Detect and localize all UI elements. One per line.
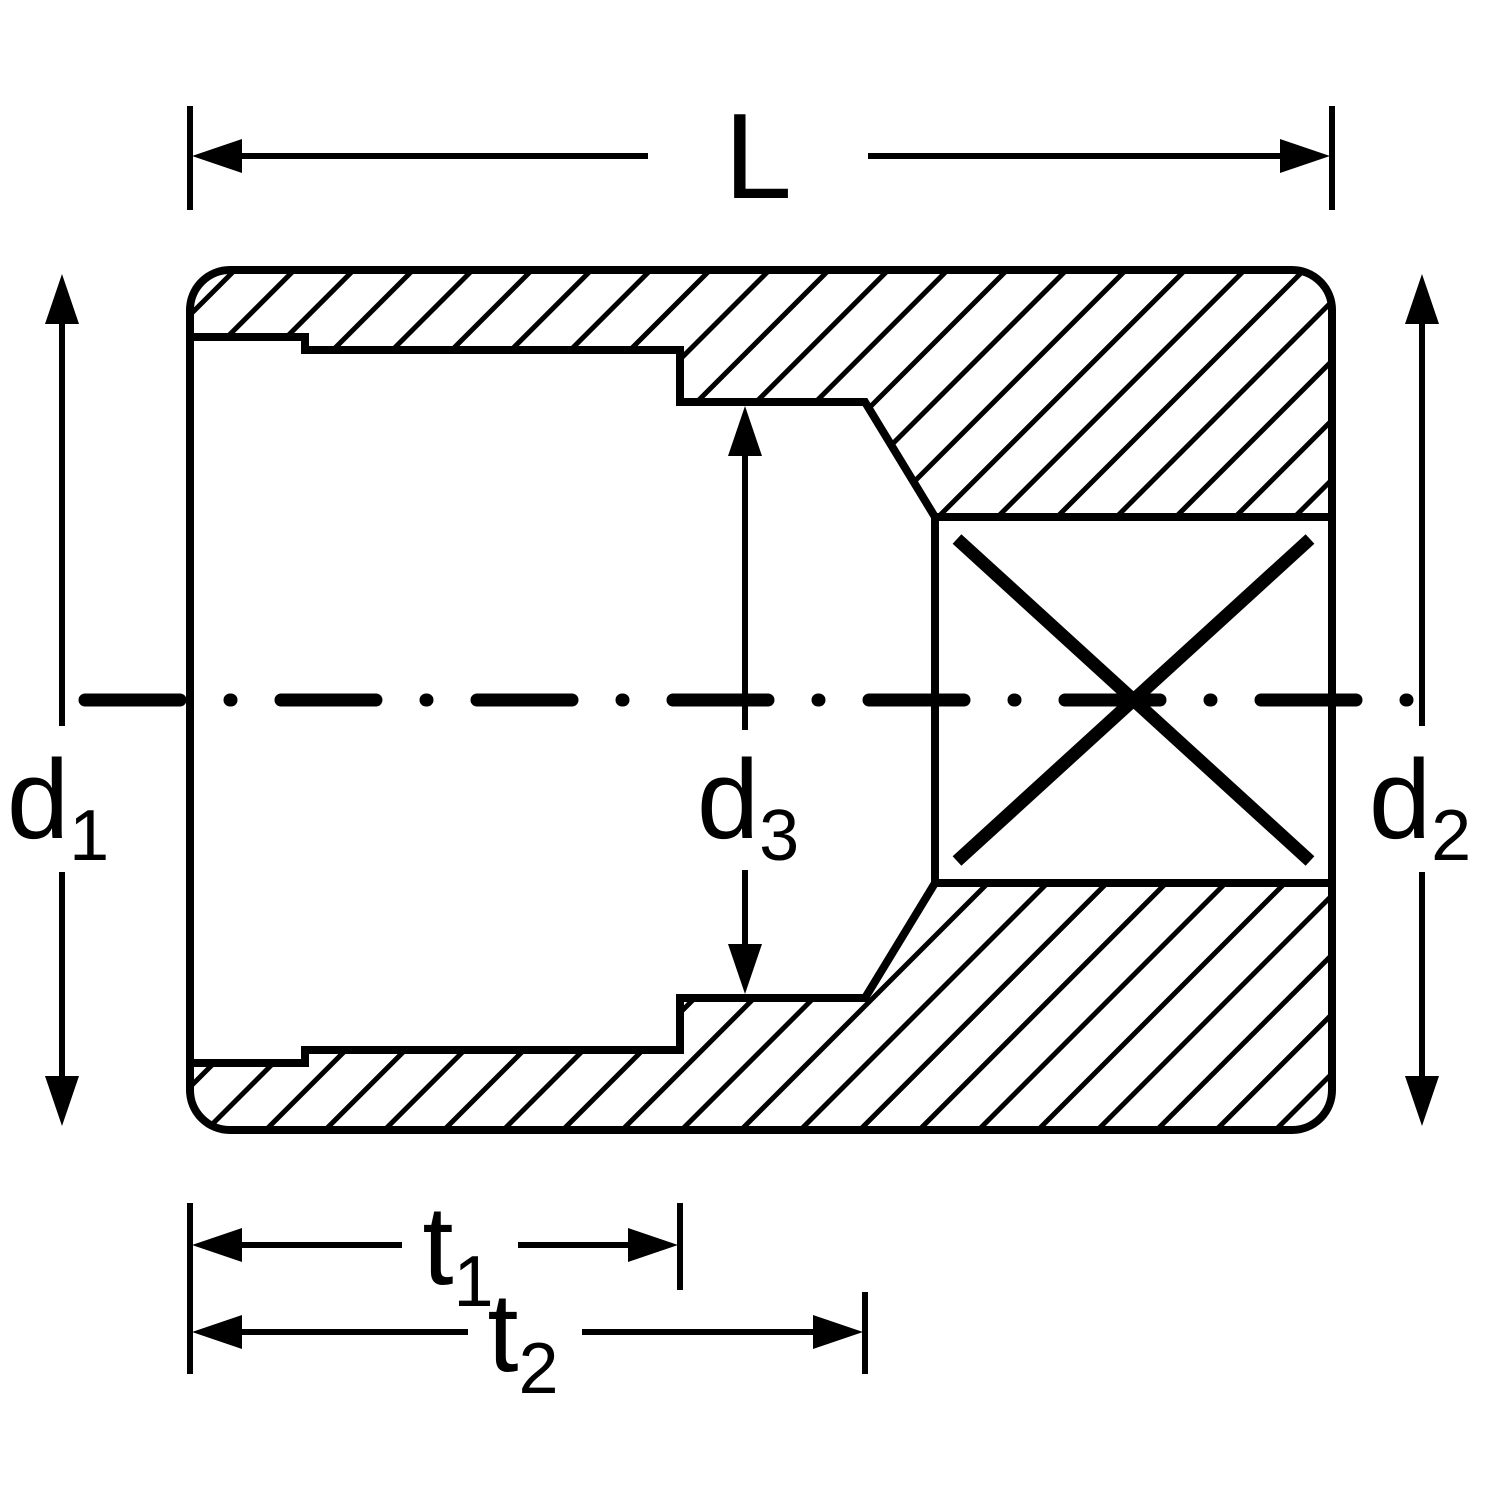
dimension-d3	[728, 406, 762, 994]
label-t2: t2	[487, 1270, 558, 1409]
arrowhead-left-icon	[192, 1315, 242, 1349]
square-drive-outline	[931, 513, 1332, 887]
arrowhead-down-icon	[1405, 1076, 1439, 1126]
arrowhead-right-icon	[628, 1228, 678, 1262]
hatched-walls	[190, 270, 1332, 1130]
arrowhead-down-icon	[45, 1076, 79, 1126]
arrowhead-up-icon	[45, 274, 79, 324]
dimension-d2	[1405, 274, 1439, 1126]
label-d3: d3	[697, 737, 799, 876]
arrowhead-left-icon	[192, 139, 242, 173]
dimension-t1	[187, 1203, 683, 1374]
label-d2: d2	[1369, 737, 1471, 876]
arrowhead-up-icon	[1405, 274, 1439, 324]
dimension-L	[187, 106, 1335, 210]
arrowhead-right-icon	[813, 1315, 863, 1349]
label-t1: t1	[422, 1183, 493, 1322]
hatch-bottom-wall	[190, 883, 1332, 1130]
bore-profile-bottom	[190, 880, 939, 1067]
bore-profile-top	[190, 333, 939, 520]
arrowhead-up-icon	[728, 406, 762, 456]
dimension-t2	[192, 1292, 868, 1374]
arrowhead-down-icon	[728, 944, 762, 994]
hatch-top-wall	[190, 270, 1332, 517]
arrowhead-left-icon	[192, 1228, 242, 1262]
label-L: L	[724, 88, 792, 224]
arrowhead-right-icon	[1280, 139, 1330, 173]
label-d1: d1	[7, 737, 109, 876]
dimension-d1	[45, 274, 79, 1126]
